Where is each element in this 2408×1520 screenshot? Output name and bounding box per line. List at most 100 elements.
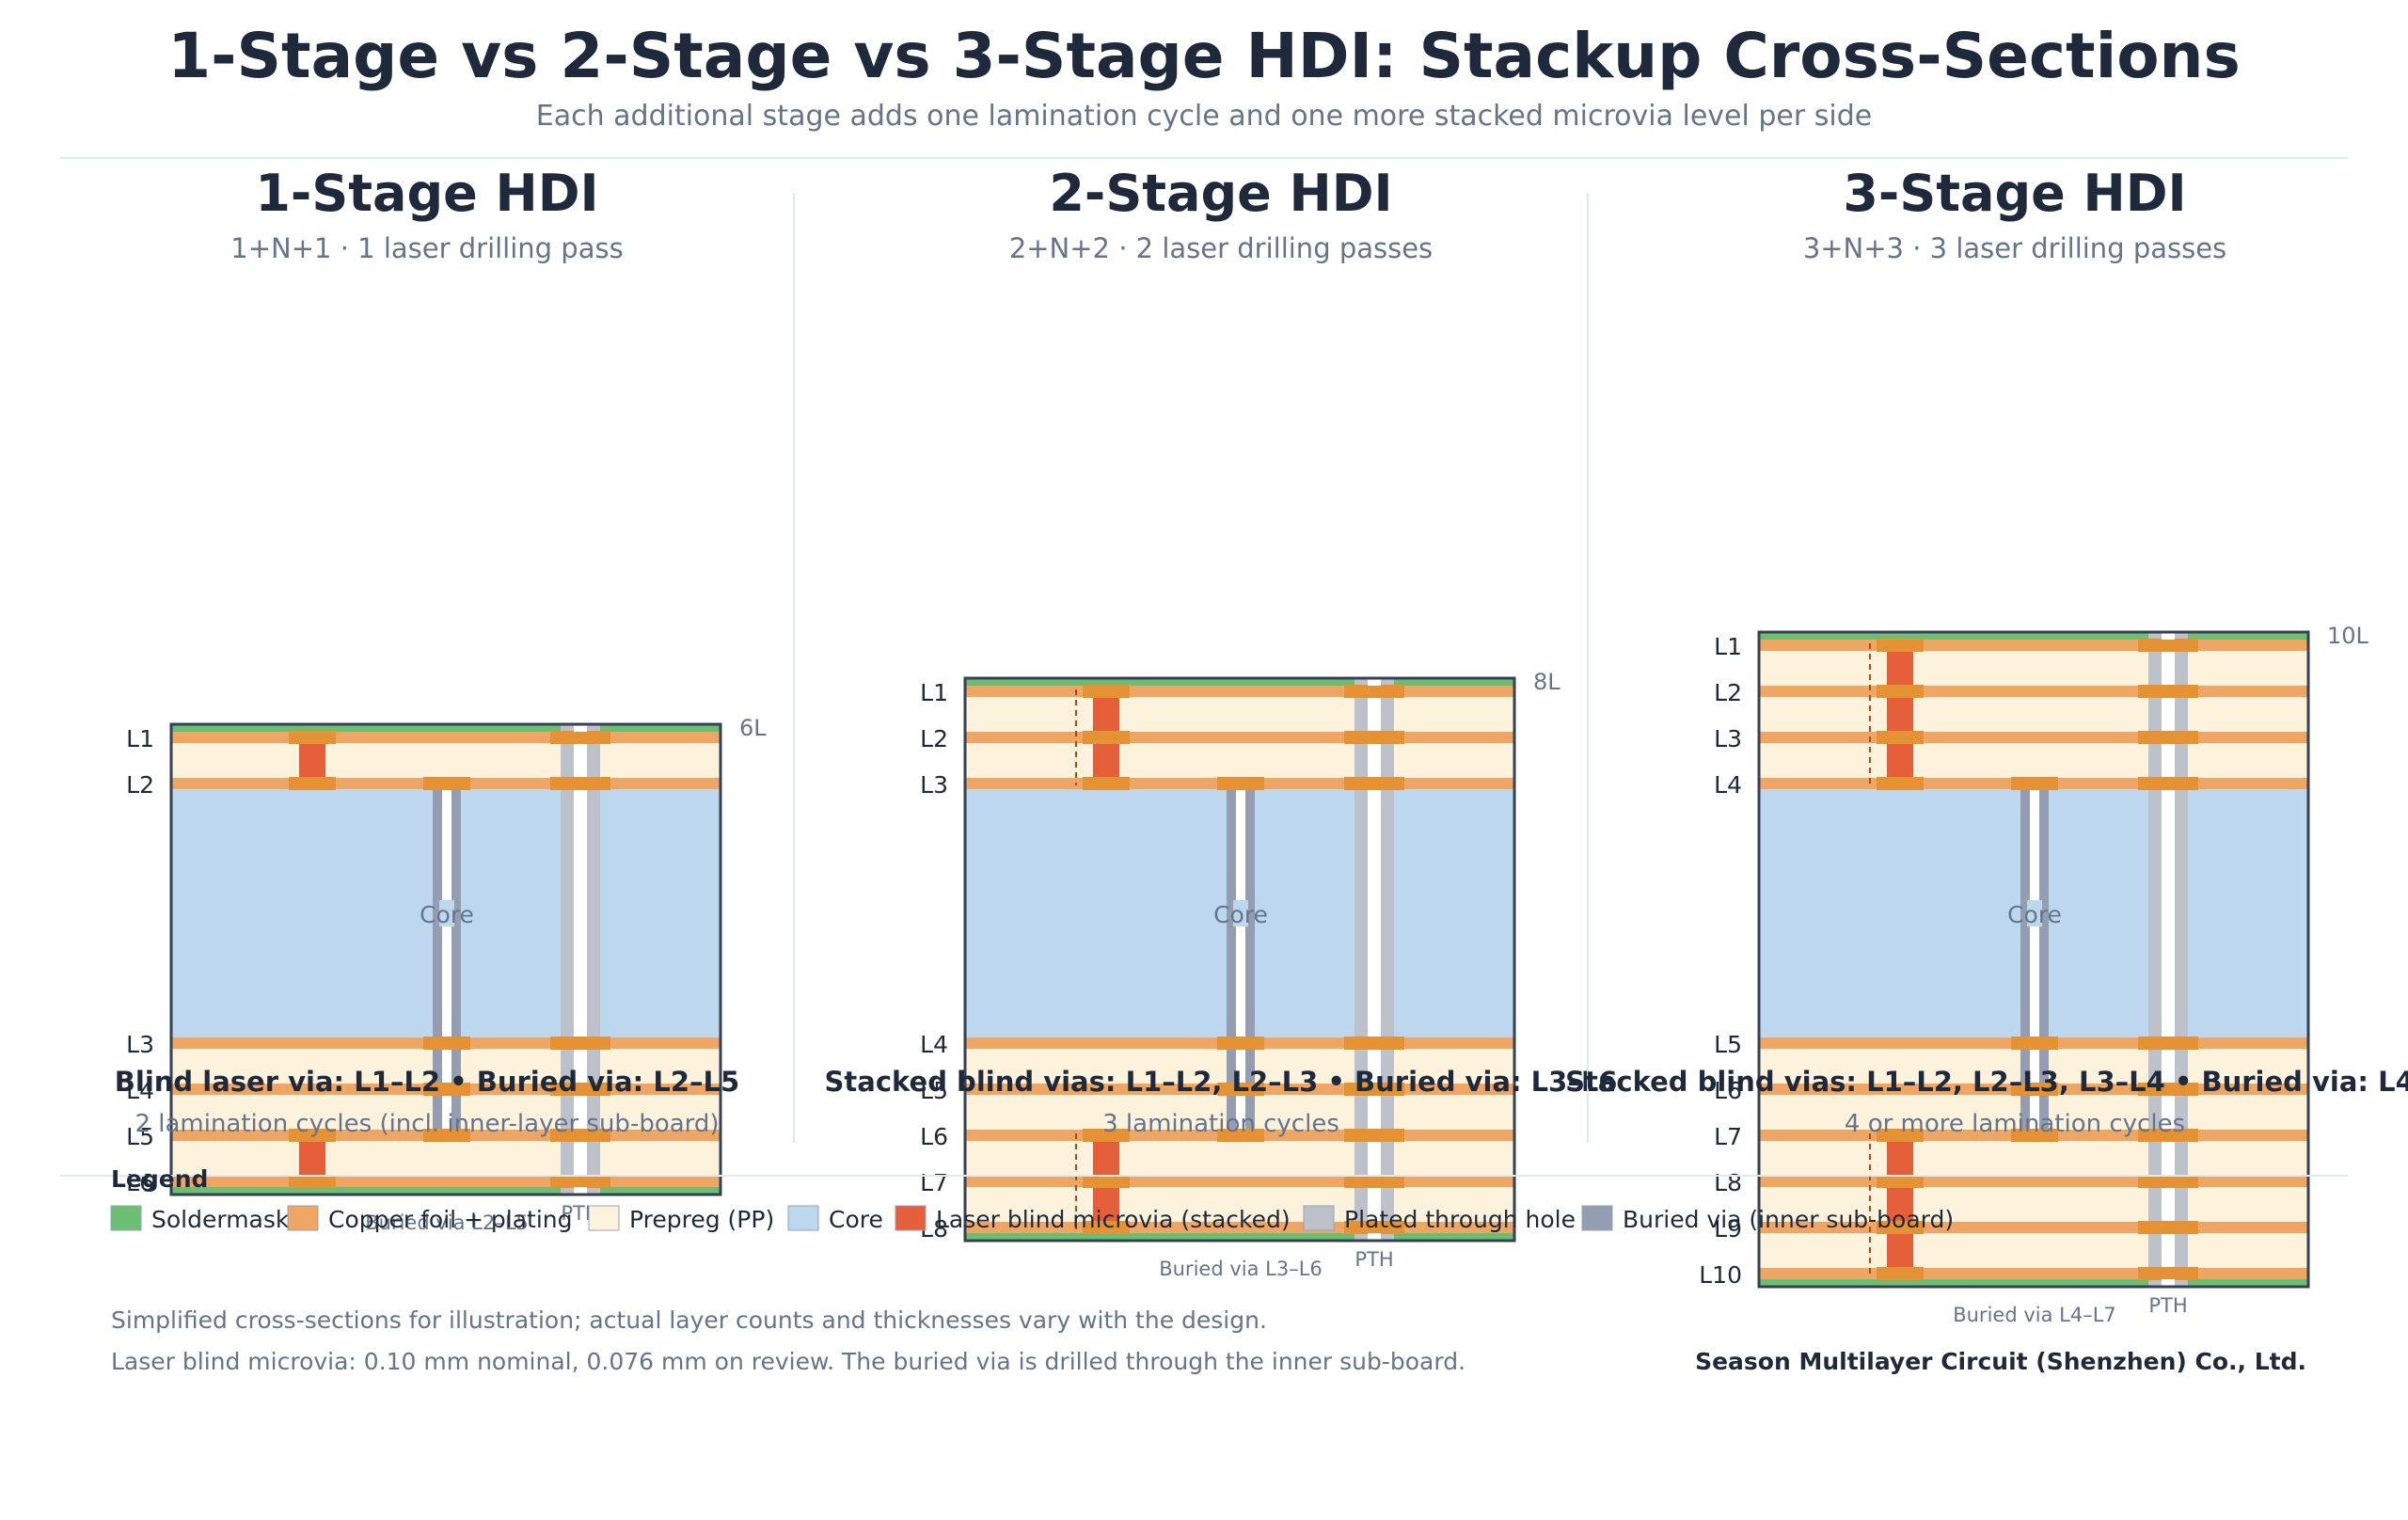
layer-label: L4 <box>1714 771 1742 799</box>
panel-heading: 1-Stage HDI <box>255 164 598 223</box>
laser-microvia-top <box>299 737 325 784</box>
pth-opening-top <box>2162 632 2175 640</box>
board-outline <box>963 676 1516 1243</box>
microvia-pad <box>1877 777 1924 790</box>
pth-opening-top <box>1368 678 1381 686</box>
buried-via-label: Buried via L2–L5 <box>365 1211 529 1234</box>
panel-3: 3-Stage HDI 3+N+3 · 3 laser drilling pass… <box>1565 164 2408 1326</box>
pth-pad <box>2138 777 2198 790</box>
laser-microvia-bottom <box>1093 1135 1119 1181</box>
layer-label: L7 <box>1714 1123 1742 1150</box>
pth-opening-bottom <box>1368 1233 1381 1241</box>
pth-pad <box>550 1083 610 1096</box>
buried-via-pad <box>2011 1083 2058 1096</box>
buried-via-pad <box>1217 777 1264 790</box>
microvia-pad <box>1083 1129 1130 1142</box>
copper-layer-7 <box>965 1176 1514 1187</box>
layer-label: L5 <box>126 1123 154 1150</box>
pth-pad <box>1344 1175 1404 1188</box>
soldermask-top <box>171 724 721 732</box>
laser-microvia-bottom <box>299 1135 325 1181</box>
buried-via-pad <box>423 1037 470 1050</box>
legend-swatch <box>895 1205 927 1231</box>
microvia-pad <box>1083 777 1130 790</box>
pth-pad <box>550 777 610 790</box>
panel-2: 2-Stage HDI 2+N+2 · 2 laser drilling pass… <box>793 164 1617 1280</box>
panel-heading: 2-Stage HDI <box>1049 164 1392 223</box>
copper-layer-3 <box>1759 732 2308 743</box>
pth-pad <box>2138 639 2198 652</box>
core-label: Core <box>420 901 474 928</box>
copper-layer-2 <box>1759 686 2308 697</box>
panel-note: 3 lamination cycles <box>1102 1110 1339 1138</box>
microvia-pad <box>1083 1175 1130 1188</box>
pth-pad <box>1344 1221 1404 1234</box>
legend-item: Copper foil + plating <box>287 1205 573 1233</box>
laser-microvia-top <box>1887 737 1913 784</box>
layer-label: L3 <box>920 771 948 799</box>
microvia-pad <box>1877 1267 1924 1280</box>
microvia-pad <box>1877 1175 1924 1188</box>
laser-microvia-top <box>1093 691 1119 737</box>
pth-pad <box>1344 1037 1404 1050</box>
layer-count-label: 6L <box>739 715 767 741</box>
layer-count-label: 10L <box>2327 623 2369 649</box>
microvia-pad <box>1877 685 1924 698</box>
legend-item: Laser blind microvia (stacked) <box>895 1205 1291 1233</box>
buried-via-pad <box>2011 1037 2058 1050</box>
pth-pad <box>2138 1221 2198 1234</box>
copper-layer-2 <box>965 732 1514 743</box>
buried-via-pad <box>1217 1083 1264 1096</box>
legend-item: Prepreg (PP) <box>588 1205 774 1233</box>
pth-pad <box>550 731 610 744</box>
laser-microvia-bottom <box>1887 1227 1913 1274</box>
pth-pad <box>1344 1129 1404 1142</box>
microvia-pad <box>1877 731 1924 744</box>
layer-label: L5 <box>1714 1031 1742 1058</box>
layer-label: L1 <box>126 725 154 752</box>
microvia-pad <box>1083 685 1130 698</box>
core-label-gap <box>439 900 454 926</box>
board-outline <box>169 722 722 1196</box>
pth-pad <box>1344 685 1404 698</box>
panel-subheading: 1+N+1 · 1 laser drilling pass <box>230 232 623 264</box>
layer-label: L1 <box>920 679 948 706</box>
buried-via-label: Buried via L4–L7 <box>1953 1304 2116 1326</box>
pth-pad <box>1344 731 1404 744</box>
core-label-gap <box>2027 900 2042 926</box>
pth-pad <box>550 1037 610 1050</box>
panel-summary: Blind laser via: L1–L2 • Buried via: L2–… <box>115 1066 739 1098</box>
legend-label: Prepreg (PP) <box>629 1206 774 1233</box>
buried-via-pad <box>1217 1037 1264 1050</box>
panel-heading: 3-Stage HDI <box>1843 164 2186 223</box>
pth-pad <box>1344 777 1404 790</box>
soldermask-top <box>1759 632 2308 640</box>
buried-via-pad <box>2011 777 2058 790</box>
buried-via-pad <box>1217 1129 1264 1142</box>
pth-pad <box>550 1175 610 1188</box>
page-subtitle: Each additional stage adds one laminatio… <box>536 100 1872 133</box>
pth-pad <box>2138 1175 2198 1188</box>
panel-note: 4 or more lamination cycles <box>1845 1110 2185 1138</box>
buried-via-hole <box>1236 778 1245 1141</box>
copper-layer-1 <box>1759 640 2308 651</box>
pth-label: PTH <box>2148 1294 2187 1317</box>
layer-label: L6 <box>126 1169 154 1196</box>
legend-swatch <box>588 1205 620 1231</box>
legend-item: Plated through hole <box>1303 1205 1576 1233</box>
soldermask-bottom <box>1759 1279 2308 1287</box>
layer-label: L2 <box>920 725 948 752</box>
layer-label: L2 <box>126 771 154 799</box>
pth-opening-bottom <box>574 1187 587 1195</box>
core-label-gap <box>1233 900 1248 926</box>
layer-label: L10 <box>1699 1261 1742 1289</box>
layer-label: L6 <box>1714 1077 1742 1104</box>
legend-label: Copper foil + plating <box>328 1206 573 1233</box>
panel-subheading: 2+N+2 · 2 laser drilling passes <box>1009 232 1433 264</box>
soldermask-bottom <box>965 1233 1514 1241</box>
panel-subheading: 3+N+3 · 3 laser drilling passes <box>1803 232 2226 264</box>
pth-pad <box>550 1129 610 1142</box>
